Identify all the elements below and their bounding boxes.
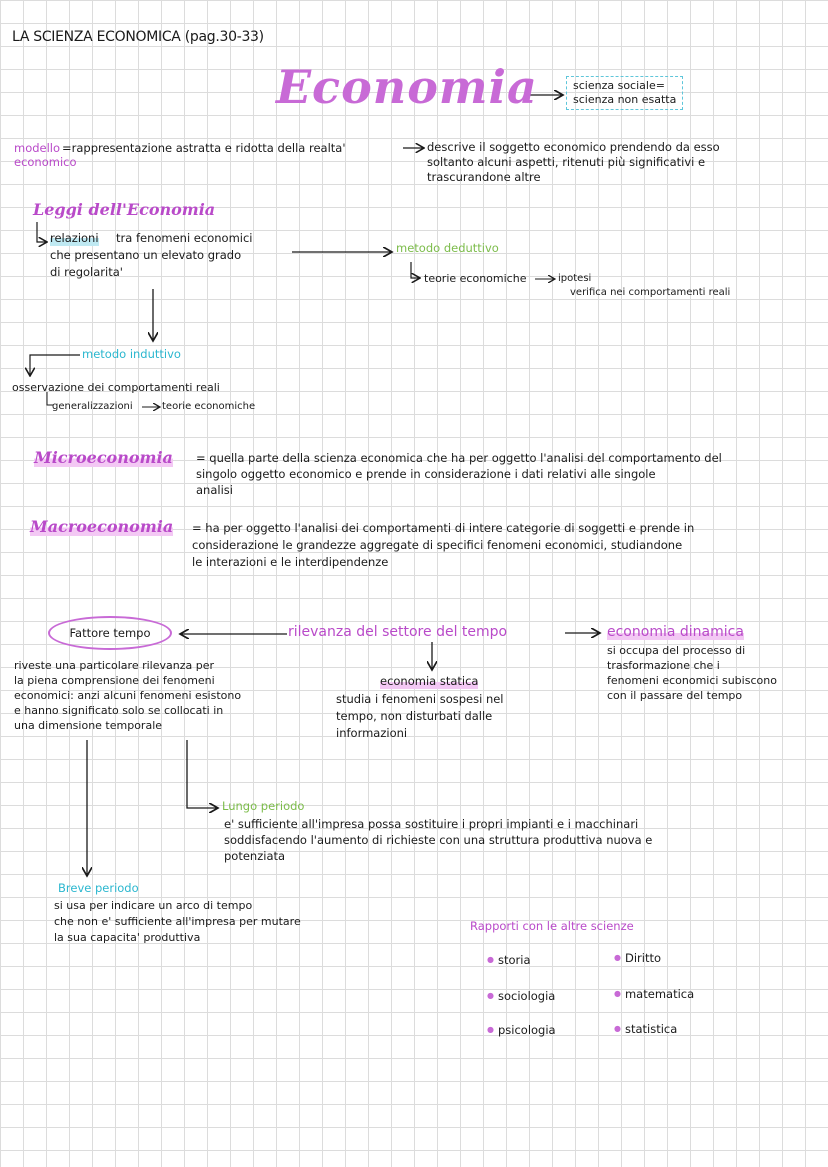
macro-title: Macroeconomia <box>30 517 174 536</box>
rapporti-item-diritto: Diritto <box>614 950 661 966</box>
deduttivo-ipotesi: ipotesi <box>558 273 592 284</box>
dinamica-text: si occupa del processo di trasformazione… <box>607 644 777 702</box>
arrow-generalizzazioni <box>46 392 53 406</box>
leggi-title: Leggi dell'Economia <box>33 200 216 219</box>
rapporti-item-psicologia: psicologia <box>487 1022 556 1038</box>
lungo-text: e' sufficiente all'impresa possa sostitu… <box>224 817 653 863</box>
main-title: Economia <box>276 60 538 114</box>
economia-definition: scienza sociale= scienza non esatta <box>566 76 684 110</box>
rapporti-item-statistica: statistica <box>614 1021 677 1037</box>
arrow-leggi-relazioni <box>36 222 47 242</box>
lungo-title: Lungo periodo <box>222 799 305 813</box>
fattore-tempo-oval: Fattore tempo <box>48 616 172 650</box>
deduttivo-title: metodo deduttivo <box>396 241 499 255</box>
arrow-induttivo-osservazione <box>30 354 80 376</box>
induttivo-line-1: osservazione dei comportamenti reali <box>12 381 220 394</box>
riveste-text: riveste una particolare rilevanza per la… <box>14 659 242 732</box>
rapporti-item-matematica: matematica <box>614 986 694 1002</box>
rilevanza-title: rilevanza del settore del tempo <box>288 624 508 640</box>
induttivo-generalizzazioni: generalizzazioni <box>52 401 133 412</box>
deduttivo-line-2: verifica nei comportamenti reali <box>570 287 731 298</box>
arrow-to-lungo <box>186 740 218 808</box>
leggi-text: tra fenomeni economici che presentano un… <box>50 231 253 279</box>
macro-text: = ha per oggetto l'analisi dei comportam… <box>192 521 695 569</box>
deduttivo-line-1: teorie economiche <box>424 272 527 285</box>
breve-text: si usa per indicare un arco di tempo che… <box>54 899 301 944</box>
induttivo-teorie: teorie economiche <box>162 401 256 412</box>
dinamica-title: economia dinamica <box>607 624 744 640</box>
micro-title: Microeconomia <box>34 448 173 467</box>
breve-title: Breve periodo <box>58 881 139 895</box>
modello-label: modello <box>14 141 61 155</box>
rapporti-item-sociologia: sociologia <box>487 988 555 1004</box>
modello-label-2: economico <box>14 155 77 169</box>
page-header: LA SCIENZA ECONOMICA (pag.30-33) <box>12 29 264 45</box>
leggi-highlight: relazioni <box>50 230 99 246</box>
statica-text: studia i fenomeni sospesi nel tempo, non… <box>336 692 504 740</box>
modello-description: descrive il soggetto economico prendendo… <box>427 140 720 184</box>
micro-text: = quella parte della scienza economica c… <box>196 451 722 497</box>
statica-title: economia statica <box>380 673 479 689</box>
induttivo-title: metodo induttivo <box>82 347 181 361</box>
rapporti-item-storia: storia <box>487 952 531 968</box>
arrow-deduttivo-teorie <box>410 262 420 278</box>
modello-definition: =rappresentazione astratta e ridotta del… <box>62 141 346 155</box>
fattore-tempo-label: Fattore tempo <box>69 626 151 640</box>
rapporti-title: Rapporti con le altre scienze <box>470 919 634 933</box>
